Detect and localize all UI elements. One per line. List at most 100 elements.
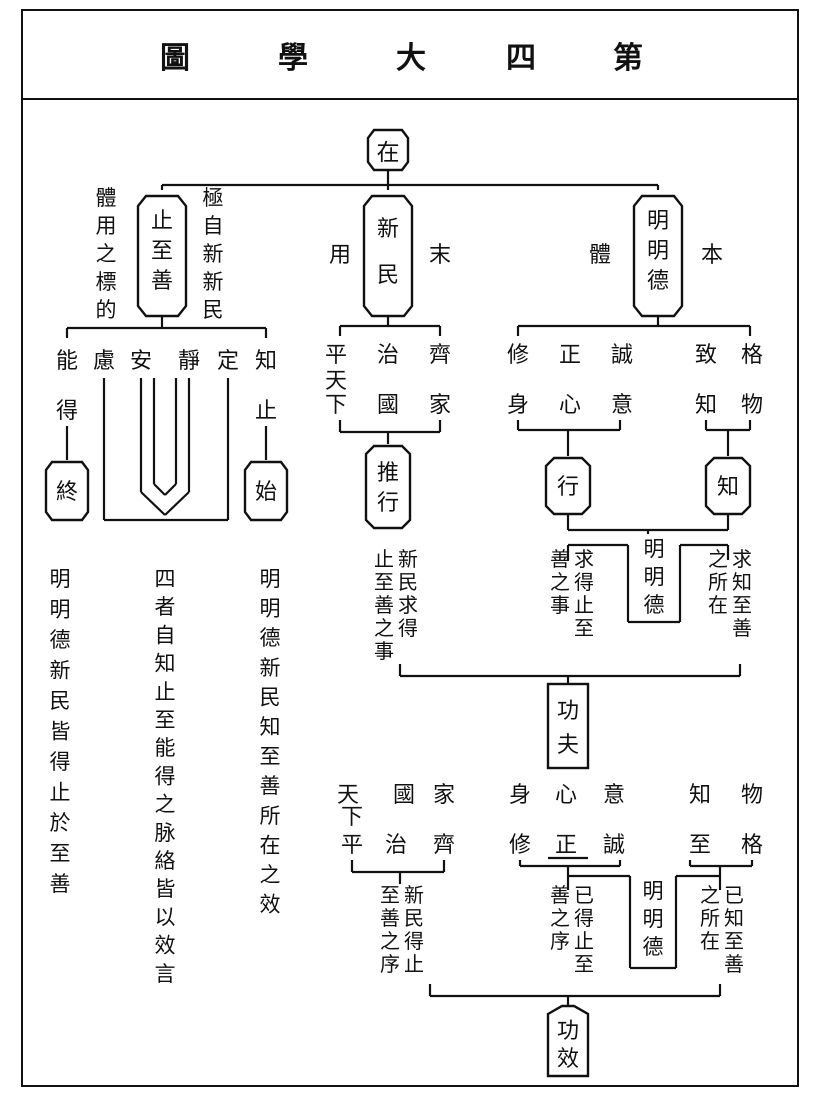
title-char-3: 大 (396, 41, 426, 76)
vtext-lower-xin_col1-3: 止 (404, 952, 424, 976)
ming-branch-lines (516, 316, 752, 624)
xin-branch-labels: 平 天 下 治 國 齊 家 (325, 343, 451, 418)
ming-char-3: 德 (647, 269, 669, 294)
vtext-lower-xin_col1-0: 新 (404, 883, 424, 907)
vtext-lower-zhi_col1-2: 至 (724, 929, 744, 953)
vtext-texts-xin_col2-2: 善 (374, 593, 394, 617)
vtext-texts-ming_col1-3: 至 (574, 616, 594, 640)
vtext-texts-col_b-7: 得 (155, 764, 176, 788)
lower-mmd-2: 明 (643, 907, 664, 931)
xin-guo: 國 (377, 393, 399, 418)
ming-top-zhi: 致 (695, 343, 717, 368)
xin-node-tuixing: 推 行 (364, 444, 412, 530)
gongxiao-1: 功 (557, 1019, 579, 1044)
lower-zhi-reach: 至 (689, 833, 711, 858)
top-node-zai: 在 (366, 128, 410, 172)
vtext-texts-ming_col1-2: 止 (574, 593, 594, 617)
xin-char-2: 民 (377, 263, 399, 288)
ming-bot-wu: 物 (741, 393, 763, 418)
side-notes: 體 用 之 標 的 極 自 新 新 民 用 末 體 本 (96, 186, 724, 322)
title-char-1: 圖 (160, 41, 190, 76)
vtext-lower-zhi_col2-1: 所 (700, 906, 720, 930)
vtext-lower-ming_col2-1: 之 (550, 906, 570, 930)
middle-mmd-3: 德 (644, 593, 665, 617)
end-box-label: 終 (56, 480, 78, 505)
vtext-texts-col_b-10: 絡 (155, 849, 176, 873)
lower-wu: 物 (741, 783, 763, 808)
vtext-texts-zhi_col2-0: 之 (708, 547, 728, 571)
vtext-lower-zhi_col2-0: 之 (700, 883, 720, 907)
ming-top-ge: 格 (741, 343, 763, 368)
note-ti-yong-4: 標 (96, 270, 117, 294)
vtext-texts-zhi_col1-2: 至 (732, 593, 752, 617)
lower-xia: 下 (341, 805, 363, 830)
vtext-texts-col_a-5: 皆 (50, 720, 71, 744)
tuixing-2: 行 (377, 491, 399, 516)
gongfu-box (546, 682, 590, 770)
vtext-texts-col_a-10: 善 (50, 872, 71, 896)
xing-label: 行 (557, 475, 579, 500)
lower-zhi-know: 知 (689, 783, 711, 808)
ming-bot-shen: 身 (507, 393, 529, 418)
vtext-texts-col_c-11: 效 (260, 893, 281, 917)
vtext-texts-ming_col2-2: 事 (550, 593, 570, 617)
start-box-label: 始 (255, 480, 277, 505)
vtext-texts-col_b-14: 言 (155, 962, 176, 986)
vtext-texts-col_a-7: 止 (50, 781, 71, 805)
vtext-lower-xin_col2-2: 之 (380, 929, 400, 953)
vtext-texts-col_c-9: 在 (260, 833, 281, 857)
gongfu-1: 功 (557, 699, 579, 724)
vtext-lower-zhi_col1-0: 已 (724, 883, 744, 907)
note-ji-3: 新 (203, 242, 224, 266)
vtext-texts-ming_col1-1: 得 (574, 570, 594, 594)
zhi-char-3: 善 (151, 269, 173, 294)
vtext-lower-xin_col1-2: 得 (404, 929, 424, 953)
vtext-lower-ming_col2-2: 序 (550, 929, 570, 953)
vtext-texts-xin_col1-0: 新 (398, 547, 418, 571)
gongfu-2: 夫 (557, 733, 579, 758)
vtext-lower-xin_col2-3: 序 (380, 952, 400, 976)
lower-ge: 格 (741, 833, 763, 858)
xin-jia: 家 (429, 393, 451, 418)
lower-xin: 心 (555, 783, 577, 808)
vtext-texts-col_a-6: 得 (50, 750, 71, 774)
vtext-texts-col_b-9: 脉 (155, 821, 176, 845)
outer-frame (21, 9, 799, 1087)
note-mo: 末 (429, 243, 451, 268)
vtext-texts-col_b-3: 知 (155, 652, 176, 676)
lower-shen: 身 (509, 783, 531, 808)
vtext-texts-xin_col2-4: 事 (374, 639, 394, 663)
note-ti-yong-1: 體 (96, 186, 117, 210)
vtext-texts-col_a-2: 德 (50, 628, 71, 652)
vtext-texts-zhi_col1-1: 知 (732, 570, 752, 594)
vertical-text-columns: 明明德新民皆得止於至善四者自知止至能得之脉絡皆以效言明明德新民知至善所在之效新民… (50, 547, 753, 986)
middle-mmd: 明 明 德 (644, 537, 665, 617)
note-ji-2: 自 (203, 214, 224, 238)
vtext-texts-col_b-5: 至 (155, 708, 176, 732)
lower-guo: 國 (393, 783, 415, 808)
vtext-texts-col_a-9: 至 (50, 842, 71, 866)
end-box-zhong: 終 (44, 460, 90, 522)
vtext-texts-col_a-0: 明 (50, 567, 71, 591)
xin-branch-lines (338, 316, 442, 444)
lower-mmd-1: 明 (643, 879, 664, 903)
zhi-char-1: 止 (151, 209, 173, 234)
title-char-2: 學 (278, 41, 308, 76)
vtext-texts-col_b-0: 四 (155, 567, 176, 591)
lower-cheng: 誠 (603, 833, 625, 858)
middle-mmd-2: 明 (644, 565, 665, 589)
ming-char-2: 明 (647, 239, 669, 264)
note-ti: 體 (589, 243, 611, 268)
ming-bot-zhi: 知 (695, 393, 717, 418)
top-node-label: 在 (377, 140, 400, 166)
vtext-lower-ming_col2-0: 善 (550, 883, 570, 907)
lower-yi: 意 (603, 783, 625, 808)
title-char-5: 第 (613, 41, 643, 76)
vtext-texts-zhi_col1-0: 求 (732, 547, 752, 571)
vtext-texts-col_b-2: 自 (155, 623, 176, 647)
xin-qi: 齊 (429, 343, 451, 368)
note-ti-yong-3: 之 (96, 242, 117, 266)
vtext-texts-col_c-8: 所 (260, 804, 281, 828)
vtext-texts-col_c-5: 知 (260, 715, 281, 739)
